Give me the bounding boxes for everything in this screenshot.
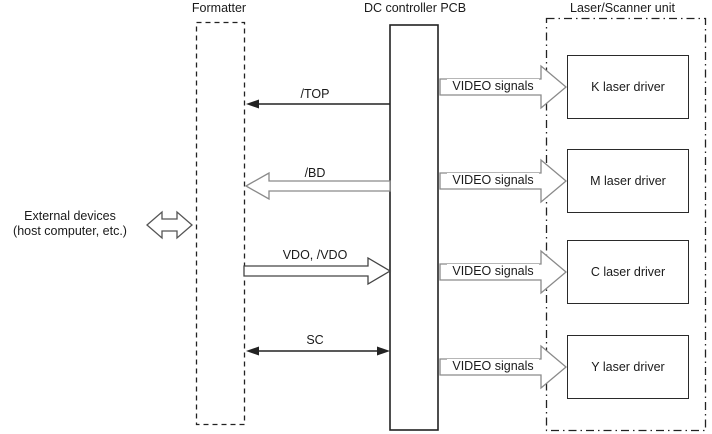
video-signals-label-m: VIDEO signals — [447, 173, 539, 187]
laser-scanner-label: Laser/Scanner unit — [570, 1, 675, 15]
external-devices-arrow — [146, 210, 193, 240]
dc-controller-label: DC controller PCB — [363, 1, 467, 15]
formatter-box — [195, 21, 246, 426]
formatter-label: Formatter — [191, 1, 247, 15]
video-signals-label-c: VIDEO signals — [447, 264, 539, 278]
top-signal-label: /TOP — [300, 87, 330, 101]
external-devices-line1: External devices — [24, 209, 116, 223]
video-signals-label-k: VIDEO signals — [447, 79, 539, 93]
laser-driver-box-y: Y laser driver — [567, 335, 689, 399]
laser-driver-label-k: K laser driver — [591, 80, 665, 94]
laser-driver-box-c: C laser driver — [567, 240, 689, 304]
laser-driver-box-k: K laser driver — [567, 55, 689, 119]
video-signals-label-y: VIDEO signals — [447, 359, 539, 373]
laser-scanner-unit-box — [545, 17, 707, 432]
sc-signal-arrow — [246, 346, 390, 356]
top-signal-arrow — [246, 99, 390, 109]
dc-controller-pcb-box — [389, 24, 439, 431]
external-devices-line2: (host computer, etc.) — [13, 224, 127, 238]
laser-driver-label-y: Y laser driver — [591, 360, 665, 374]
external-devices-label: External devices (host computer, etc.) — [2, 209, 138, 239]
laser-driver-label-c: C laser driver — [590, 265, 666, 279]
bd-signal-label: /BD — [304, 166, 326, 180]
laser-driver-label-m: M laser driver — [590, 174, 666, 188]
sc-signal-label: SC — [306, 333, 324, 347]
vdo-signal-arrow — [243, 256, 392, 286]
laser-driver-box-m: M laser driver — [567, 149, 689, 213]
vdo-signal-label: VDO, /VDO — [282, 248, 348, 262]
bd-signal-arrow — [244, 171, 391, 201]
